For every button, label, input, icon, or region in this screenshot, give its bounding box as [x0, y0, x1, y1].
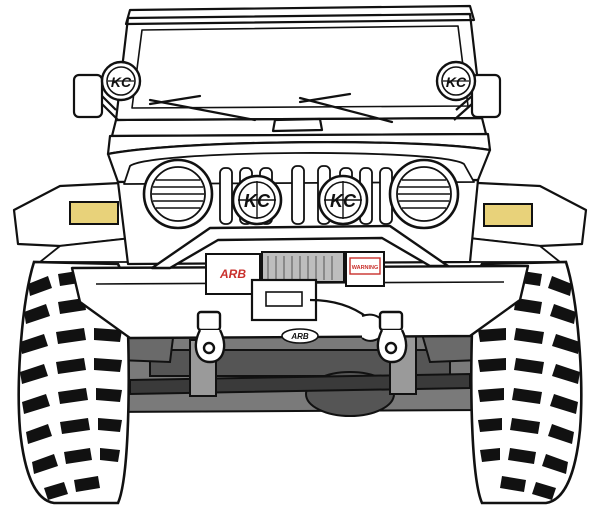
tire-right	[470, 260, 583, 505]
shackle-left	[194, 310, 226, 364]
turn-signal-right	[483, 203, 533, 227]
wiper-right	[298, 96, 394, 124]
aux-light-left-logo: KC	[244, 191, 271, 211]
winch-motor-logo: ARB	[219, 267, 246, 281]
wiper-left	[148, 98, 257, 122]
aux-light-left: KC	[231, 174, 283, 226]
winch-fairlead	[250, 278, 318, 322]
windshield-glass	[131, 25, 469, 109]
headlight-left	[142, 158, 214, 230]
aux-light-right: KC	[317, 174, 369, 226]
bumper-badge: ARB	[281, 328, 319, 344]
headlight-right	[388, 158, 460, 230]
windshield	[110, 4, 488, 138]
mirror-right	[453, 73, 502, 121]
windshield-frame-top	[124, 4, 476, 26]
wipers	[148, 92, 394, 124]
winch-warning-label: WARNING	[352, 265, 379, 271]
cowl-light-right: KC	[435, 60, 477, 102]
shackle-right	[376, 310, 408, 364]
winch: ARB WARNING	[205, 251, 386, 342]
bumper-badge-logo: ARB	[290, 332, 309, 341]
cowl-light-left: KC	[100, 60, 142, 102]
cowl-light-left-logo: KC	[111, 74, 132, 90]
aux-light-right-logo: KC	[330, 191, 357, 211]
turn-signal-left	[69, 201, 119, 225]
mirror-left	[72, 73, 119, 121]
hood-latch	[271, 117, 324, 133]
bumper-hoop	[150, 224, 450, 270]
cowl-light-right-logo: KC	[446, 74, 467, 90]
